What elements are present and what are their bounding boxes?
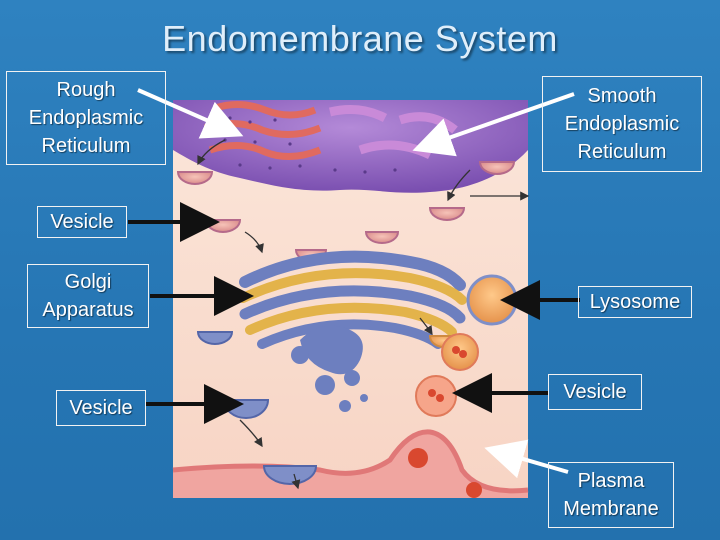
- label-vesicle-top: Vesicle: [37, 206, 127, 238]
- golgi-apparatus: [238, 250, 467, 412]
- label-pointers: [128, 88, 580, 479]
- label-smooth-er-text: Smooth Endoplasmic Reticulum: [564, 85, 680, 163]
- label-plasma-membrane-text: Plasma Membrane: [563, 470, 659, 520]
- label-lysosome: Lysosome: [578, 286, 692, 318]
- label-plasma-membrane: Plasma Membrane: [548, 462, 674, 528]
- label-rough-er-text: Rough Endoplasmic Reticulum: [28, 79, 144, 157]
- label-vesicle-left-text: Vesicle: [69, 397, 133, 419]
- flow-arrows: [197, 139, 530, 490]
- label-golgi-text: Golgi Apparatus: [42, 271, 134, 321]
- page-title: Endomembrane System: [162, 18, 558, 59]
- label-lysosome-text: Lysosome: [589, 291, 681, 313]
- label-vesicle-top-text: Vesicle: [50, 211, 114, 233]
- label-vesicle-left: Vesicle: [56, 390, 146, 426]
- label-rough-er: Rough Endoplasmic Reticulum: [6, 71, 166, 165]
- label-smooth-er: Smooth Endoplasmic Reticulum: [542, 76, 702, 172]
- plasma-membrane: [172, 429, 529, 498]
- label-vesicle-right: Vesicle: [548, 374, 642, 410]
- label-golgi: Golgi Apparatus: [27, 264, 149, 328]
- label-vesicle-right-text: Vesicle: [563, 381, 627, 403]
